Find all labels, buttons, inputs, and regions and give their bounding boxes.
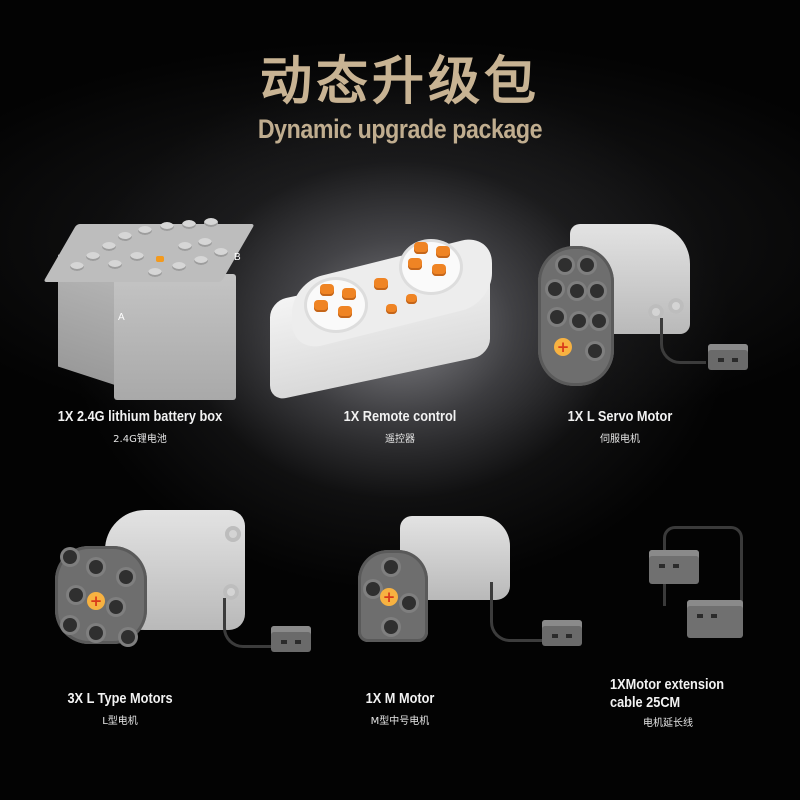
remote-button bbox=[432, 264, 446, 276]
cable bbox=[660, 318, 706, 364]
remote-control-image bbox=[262, 218, 507, 402]
product-label-line2: cable 25CM bbox=[610, 694, 681, 711]
product-sublabel: 2.4G锂电池 bbox=[113, 434, 167, 445]
product-label: 1X M Motor bbox=[365, 690, 435, 707]
connector-plug bbox=[542, 620, 582, 646]
product-label: 1X L Servo Motor bbox=[567, 408, 673, 425]
product-sublabel: 伺服电机 bbox=[600, 434, 640, 445]
extension-cable-image bbox=[645, 522, 775, 662]
remote-button bbox=[314, 300, 328, 312]
status-led bbox=[156, 256, 164, 262]
axle-icon: + bbox=[380, 588, 398, 606]
cable bbox=[223, 598, 273, 648]
connector-plug bbox=[649, 550, 699, 584]
servo-motor-image: + bbox=[530, 218, 770, 388]
m-motor-image: + bbox=[350, 510, 610, 670]
connector-plug bbox=[271, 626, 311, 652]
product-label-line1: 1XMotor extension bbox=[610, 676, 725, 693]
battery-box-image: A B bbox=[43, 212, 258, 400]
product-label: 3X L Type Motors bbox=[67, 690, 173, 707]
connector-plug bbox=[708, 344, 748, 370]
axle-icon: + bbox=[87, 592, 105, 610]
product-sublabel: L型电机 bbox=[102, 716, 138, 727]
port-label-b: B bbox=[234, 252, 241, 263]
axle-icon: + bbox=[554, 338, 572, 356]
remote-button bbox=[374, 278, 388, 290]
remote-button bbox=[406, 294, 417, 304]
port-label-a: A bbox=[118, 312, 125, 323]
page-title-english: Dynamic upgrade package bbox=[257, 114, 543, 144]
remote-button bbox=[408, 258, 422, 270]
remote-button bbox=[386, 304, 397, 314]
product-sublabel: M型中号电机 bbox=[370, 716, 430, 727]
product-sublabel: 电机延长线 bbox=[643, 718, 693, 729]
product-sublabel: 遥控器 bbox=[385, 434, 415, 445]
remote-button bbox=[436, 246, 450, 258]
remote-button bbox=[338, 306, 352, 318]
product-label: 1X 2.4G lithium battery box bbox=[57, 408, 223, 425]
connector-plug bbox=[687, 600, 743, 638]
product-label: 1X Remote control bbox=[343, 408, 457, 425]
page-title-chinese: 动态升级包 bbox=[259, 52, 540, 112]
remote-button bbox=[320, 284, 334, 296]
cable bbox=[490, 582, 544, 642]
remote-button bbox=[414, 242, 428, 254]
l-motor-image: + bbox=[45, 500, 311, 675]
remote-button bbox=[342, 288, 356, 300]
